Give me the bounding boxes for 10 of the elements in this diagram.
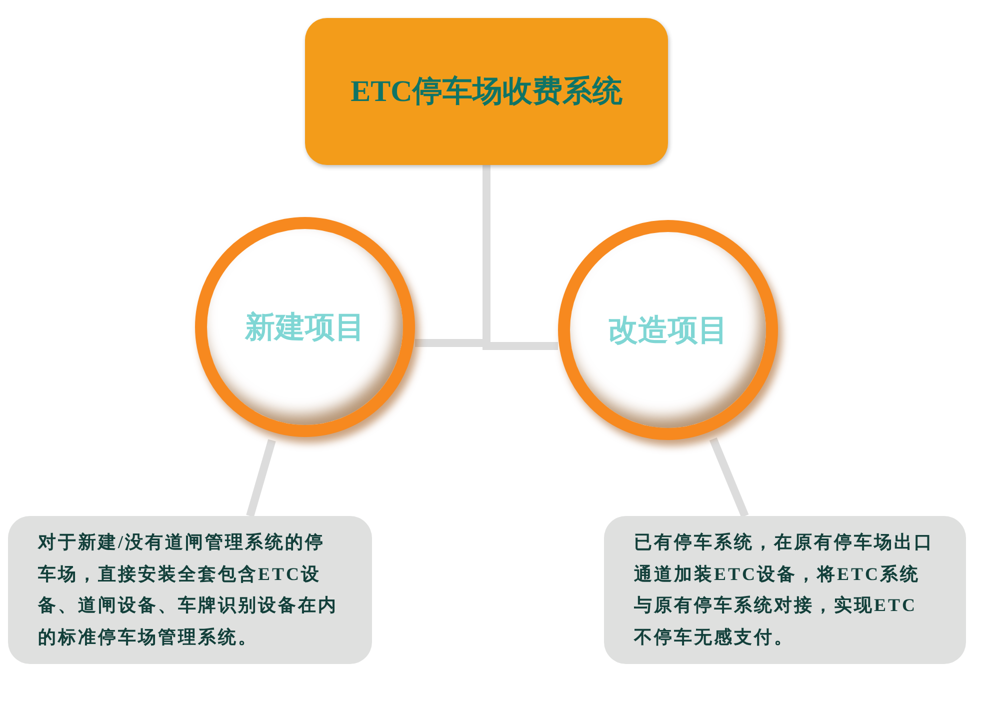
title-text: ETC停车场收费系统 [350, 74, 622, 110]
header-box [305, 18, 668, 165]
connector-line [709, 437, 749, 518]
description-text: 已有停车系统，在原有停车场出口通道加装ETC设备，将ETC系统与原有停车系统对接，实现ETC不停车无感支付。 [634, 531, 935, 648]
circle-label: 改造项目 [608, 312, 728, 348]
description-text: 对于新建/没有道闸管理系统的停车场，直接安装全套包含ETC设备、道闸设备、车牌识别设备在内的标准停车场管理系统。 [38, 531, 339, 648]
description-card [604, 516, 966, 664]
description-card [8, 516, 372, 664]
connector-line [246, 439, 276, 518]
circle-label: 新建项目 [245, 310, 365, 346]
